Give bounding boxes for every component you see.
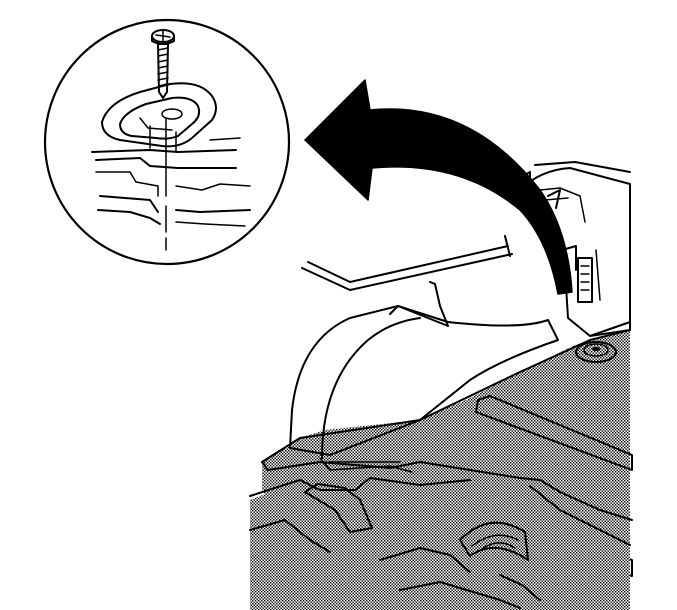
floor-fastener xyxy=(575,341,617,363)
detail-inset-circle xyxy=(43,18,291,266)
mounting-screw xyxy=(151,29,175,99)
direction-arrow xyxy=(304,79,573,295)
wheelhouse xyxy=(289,281,559,473)
retainer-bracket xyxy=(101,82,217,148)
upper-rail xyxy=(301,235,513,291)
floor-structure xyxy=(249,461,633,610)
